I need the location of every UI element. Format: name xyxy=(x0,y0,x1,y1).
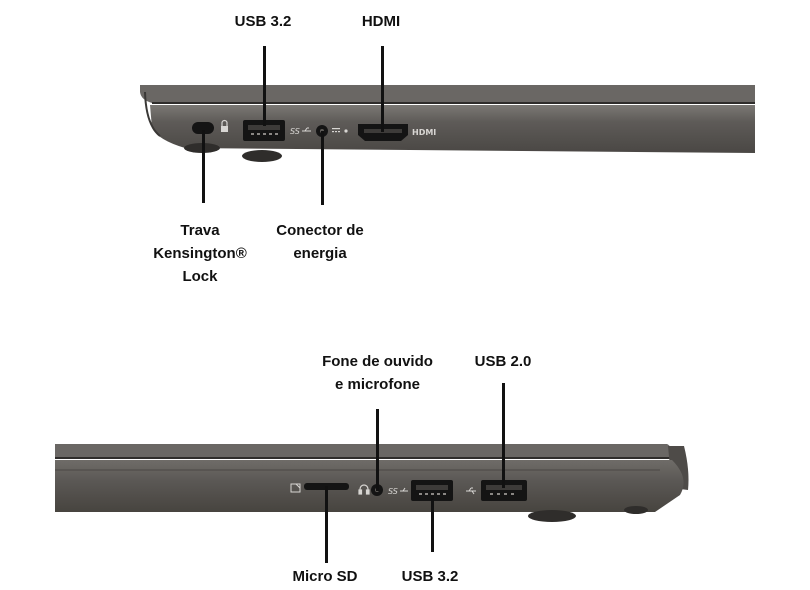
lock-icon xyxy=(221,119,228,132)
leader-usb32-bottom xyxy=(431,496,434,552)
top-laptop-side: SS HDMI xyxy=(140,85,755,162)
kensington-slot xyxy=(192,122,214,134)
leader-power xyxy=(321,131,324,205)
headset-icon xyxy=(358,484,370,495)
bottom-foot xyxy=(528,510,576,522)
callout-power: Conector de energia xyxy=(276,222,364,262)
leader-usb20 xyxy=(502,383,505,488)
leader-hdmi xyxy=(381,46,384,132)
usb-trident-icon xyxy=(302,127,311,132)
top-foot-rear xyxy=(242,150,282,162)
usb-trident-icon xyxy=(400,487,408,492)
leader-microsd xyxy=(325,486,328,563)
callout-kensington: Trava Kensington® Lock xyxy=(153,222,247,285)
bottom-lid xyxy=(55,444,674,458)
bottom-base xyxy=(55,460,684,512)
ss-usb-marking-bottom: SS xyxy=(388,487,398,496)
callout-usb32-bottom: USB 3.2 xyxy=(401,568,459,585)
bottom-laptop-side: SS xyxy=(55,444,689,522)
ss-usb-marking-top: SS xyxy=(290,127,300,136)
callout-usb32-top: USB 3.2 xyxy=(234,13,292,30)
top-lid xyxy=(140,85,755,103)
leader-usb32-top xyxy=(263,46,266,126)
callout-microsd: Micro SD xyxy=(292,568,358,585)
usb-trident-icon xyxy=(466,487,476,495)
dc-power-icon xyxy=(332,128,348,133)
callout-audio: Fone de ouvido e microfone xyxy=(322,353,433,393)
leader-kensington xyxy=(202,130,205,203)
callout-hdmi: HDMI xyxy=(361,13,401,30)
hdmi-marking: HDMI xyxy=(412,128,436,137)
leader-audio xyxy=(376,409,379,491)
callout-usb20: USB 2.0 xyxy=(474,353,532,370)
top-base xyxy=(150,105,755,153)
sd-card-icon xyxy=(290,483,301,493)
